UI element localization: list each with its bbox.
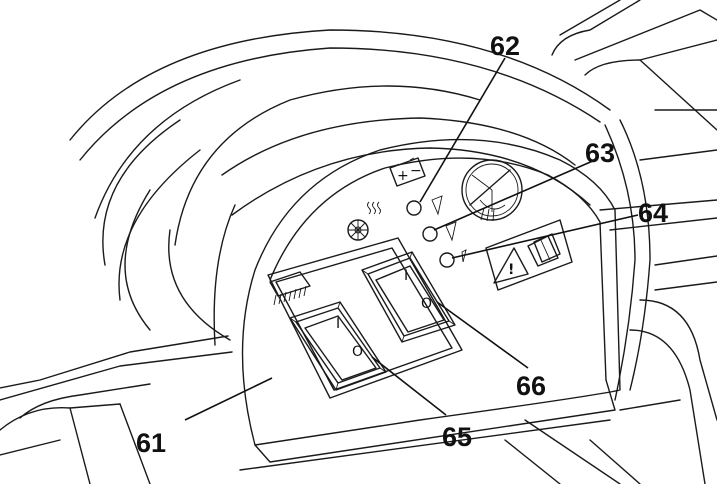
- callout-63: 63: [585, 138, 615, 168]
- gauge-dial: [461, 159, 523, 222]
- indicator-lamp-63: [422, 221, 457, 242]
- vacuum-fan-icon: [347, 201, 381, 241]
- switch-off-mark: O: [352, 344, 363, 360]
- callout-66: 66: [516, 371, 546, 401]
- callout-leaders: [184, 57, 639, 421]
- callout-61: 61: [136, 428, 166, 458]
- callout-65: 65: [442, 422, 472, 452]
- battery-indicator-lamp: [406, 195, 443, 216]
- switch-bezel: [267, 237, 463, 399]
- brush-icon: [269, 271, 311, 306]
- brush-rocker-switch[interactable]: I O: [289, 301, 387, 391]
- vacuum-rocker-switch[interactable]: I O: [361, 251, 456, 343]
- svg-text:!: !: [508, 262, 514, 278]
- switch-off-mark: O: [421, 296, 432, 312]
- indicator-lamp-64: [439, 249, 467, 268]
- svg-text:−: −: [410, 163, 422, 179]
- switch-on-mark: I: [404, 268, 408, 284]
- switch-on-mark: I: [336, 316, 340, 332]
- warning-label: !: [485, 219, 573, 291]
- callout-62: 62: [490, 31, 520, 61]
- callout-64: 64: [638, 198, 668, 228]
- battery-icon: + −: [389, 157, 426, 187]
- svg-text:+: +: [397, 168, 409, 184]
